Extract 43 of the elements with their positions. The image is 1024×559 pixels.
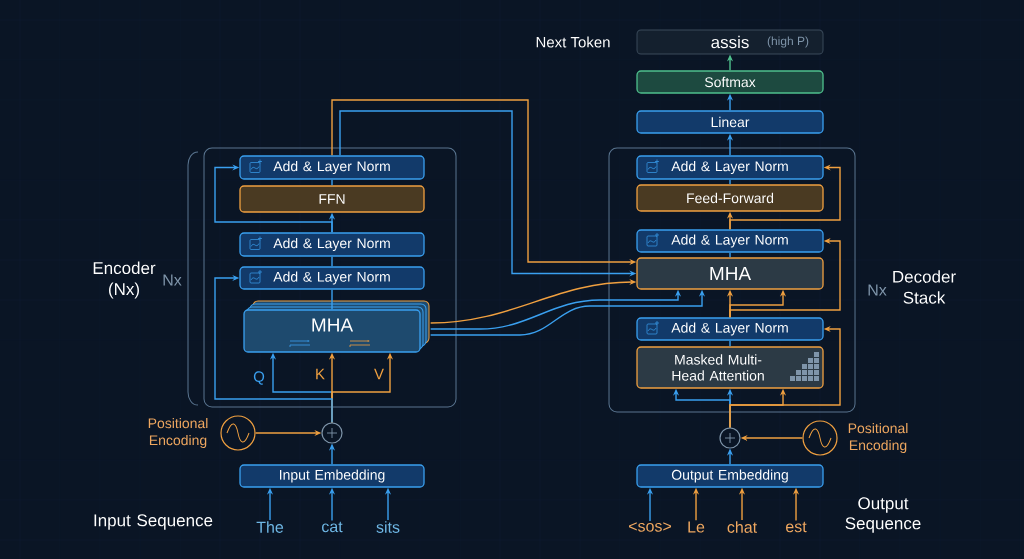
token-word: Le	[688, 521, 705, 533]
attention-box: MHA	[243, 300, 430, 353]
token-word: sits	[376, 521, 400, 533]
side-label: Positional Encoding	[848, 423, 908, 454]
side-label: Next Token	[536, 36, 610, 48]
softmax-box: Softmax	[636, 70, 824, 94]
token-word: chat	[727, 521, 757, 533]
feed-forward-box: FFN	[239, 185, 425, 213]
embedding-box: Output Embedding	[636, 464, 824, 488]
embedding-box: Input Embedding	[239, 464, 425, 488]
connector	[729, 339, 731, 348]
repeat-label: Nx	[868, 284, 887, 296]
attention-box: MHA	[636, 257, 824, 290]
sequence-label: Input Sequence	[94, 514, 213, 530]
connector	[729, 251, 731, 259]
side-label: Positional Encoding	[148, 418, 208, 449]
token-word: est	[786, 521, 807, 533]
norm-box: Add & Layer Norm	[239, 266, 425, 290]
token-word: The	[256, 521, 284, 533]
connector	[331, 255, 333, 268]
embedding-box: Linear	[636, 110, 824, 134]
token-word: cat	[322, 521, 343, 533]
output-box: assis (high P)	[636, 29, 824, 55]
attention-box: Masked Multi-Head Attention	[636, 346, 824, 389]
norm-box: Add & Layer Norm	[239, 232, 425, 257]
sequence-label: Output Sequence	[845, 497, 921, 533]
add-symbol	[719, 427, 741, 449]
token-word: <sos>	[629, 522, 671, 532]
feed-forward-box: Feed-Forward	[636, 184, 824, 212]
arrow	[214, 164, 333, 234]
norm-box: Add & Layer Norm	[636, 155, 824, 180]
stack-title: Decoder Stack	[893, 270, 956, 304]
connector	[331, 288, 333, 311]
stack-title: Encoder (Nx)	[93, 261, 156, 299]
connector	[331, 178, 333, 187]
norm-box: Add & Layer Norm	[239, 155, 425, 180]
norm-box: Add & Layer Norm	[636, 229, 824, 253]
add-symbol	[321, 422, 343, 444]
arrow	[214, 274, 333, 424]
repeat-label: Nx	[163, 274, 182, 286]
norm-box: Add & Layer Norm	[636, 317, 824, 341]
edge-label: Q	[252, 370, 266, 386]
connector	[729, 178, 731, 186]
